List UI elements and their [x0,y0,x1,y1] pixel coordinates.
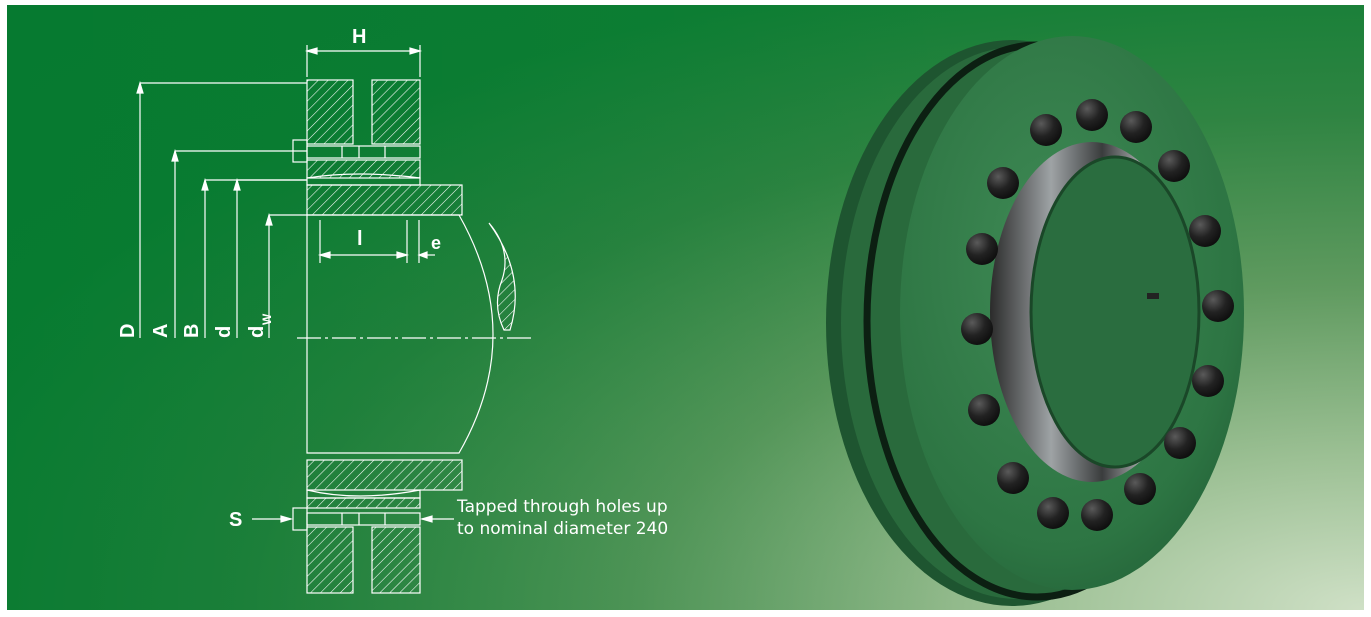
dim-label-H: H [352,26,366,48]
dim-label-S: S [229,509,242,531]
cross-section-drawing [136,45,535,594]
bolt-icon [1120,111,1152,143]
bolt-icon [1158,150,1190,182]
bolt-icon [968,394,1000,426]
banner-background: H D A B d d W l e S [7,5,1364,610]
dim-label-dw-subscript: W [260,313,274,325]
bolt-icon [1202,290,1234,322]
dim-label-e: e [431,233,441,253]
bolt-icon [966,233,998,265]
bolt-icon [1192,365,1224,397]
bolt-icon [997,462,1029,494]
dim-label-D: D [117,324,139,338]
dim-label-d: d [213,326,235,338]
bolt-heads [961,99,1234,531]
locking-assembly-image [826,36,1244,606]
note-line-1: Tapped through holes up [457,497,668,517]
bolt-icon [1076,99,1108,131]
note-line-2: to nominal diameter 240 [457,519,669,539]
bolt-icon [1164,427,1196,459]
bolt-icon [1189,215,1221,247]
bolt-icon [1124,473,1156,505]
dim-label-dw: d [246,326,268,338]
bolt-icon [1081,499,1113,531]
dim-label-B: B [181,324,203,338]
dim-label-A: A [150,324,172,338]
bolt-icon [1037,497,1069,529]
technical-drawing: H D A B d d W l e S [117,26,1244,606]
bolt-icon [987,167,1019,199]
dim-label-l: l [357,228,363,250]
tapped-holes-note: Tapped through holes up to nominal diame… [457,496,668,540]
bolt-icon [961,313,993,345]
bolt-icon [1030,114,1062,146]
